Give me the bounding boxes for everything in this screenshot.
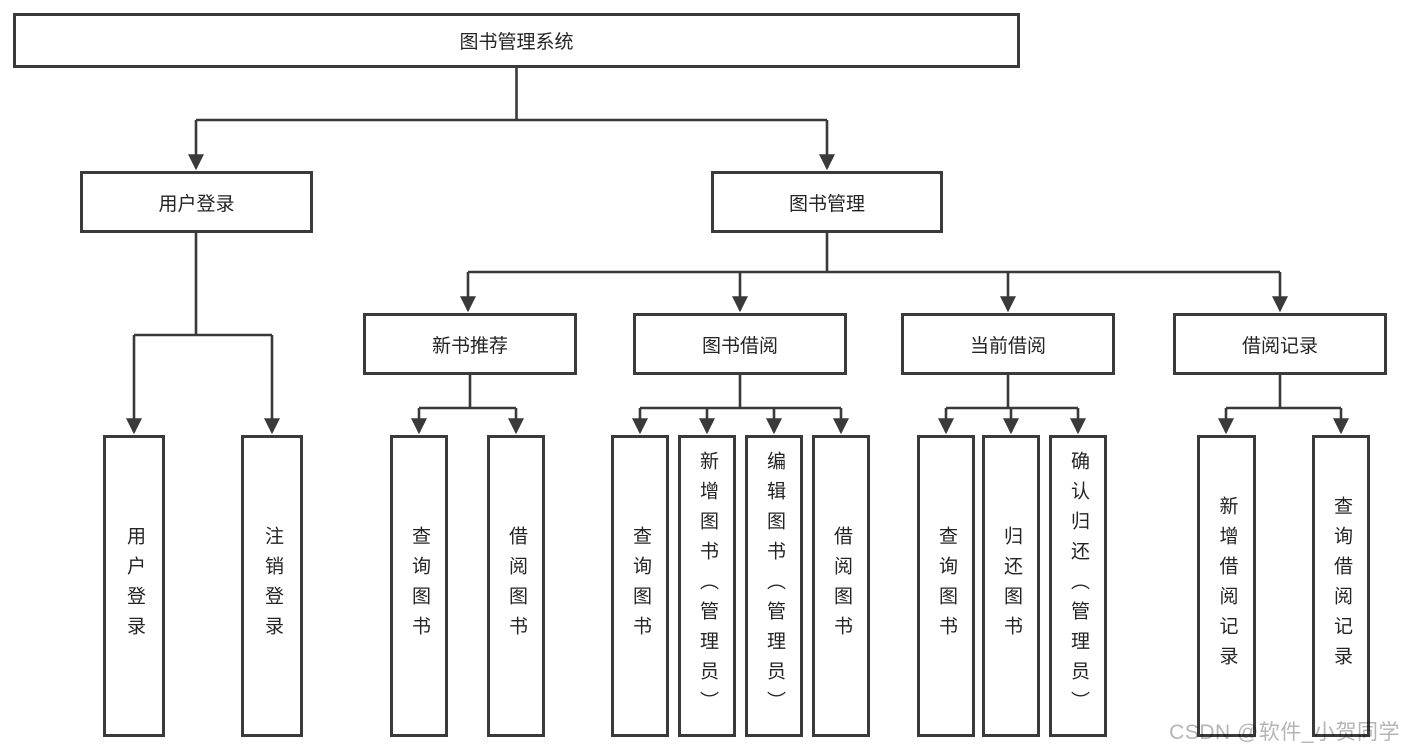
- leaf-bb-add-books-label: 新增图书（管理员）: [696, 451, 718, 721]
- leaf-user-login: 用户登录: [103, 435, 165, 737]
- node-user-login-label: 用户登录: [158, 193, 235, 215]
- leaf-bb-borrow-books: 借阅图书: [812, 435, 870, 737]
- node-book-mgmt: 图书管理: [711, 171, 943, 233]
- leaf-cb-query-books-label: 查询图书: [935, 526, 957, 646]
- leaf-bb-query-books: 查询图书: [611, 435, 669, 737]
- leaf-nbr-borrow-books-label: 借阅图书: [505, 526, 527, 646]
- leaf-cb-return-books-label: 归还图书: [1000, 526, 1022, 646]
- leaf-nbr-query-books: 查询图书: [390, 435, 448, 737]
- node-current-borrow-label: 当前借阅: [969, 335, 1046, 357]
- leaf-br-add-record: 新增借阅记录: [1197, 435, 1256, 737]
- leaf-bb-edit-books-label: 编辑图书（管理员）: [763, 451, 785, 721]
- node-book-mgmt-label: 图书管理: [788, 193, 865, 215]
- leaf-bb-borrow-books-label: 借阅图书: [830, 526, 852, 646]
- leaf-bb-edit-books: 编辑图书（管理员）: [745, 435, 803, 737]
- node-user-login: 用户登录: [80, 171, 313, 233]
- leaf-cb-query-books: 查询图书: [917, 435, 975, 737]
- node-root-label: 图书管理系统: [459, 32, 574, 53]
- node-root: 图书管理系统: [13, 13, 1020, 68]
- node-current-borrow: 当前借阅: [901, 313, 1115, 375]
- leaf-nbr-query-books-label: 查询图书: [408, 526, 430, 646]
- leaf-br-add-record-label: 新增借阅记录: [1216, 496, 1238, 676]
- csdn-watermark: CSDN @软件_小贺同学: [1169, 721, 1400, 744]
- leaf-logout: 注销登录: [241, 435, 303, 737]
- leaf-bb-add-books: 新增图书（管理员）: [678, 435, 736, 737]
- leaf-br-query-record-label: 查询借阅记录: [1330, 496, 1352, 676]
- leaf-cb-return-books: 归还图书: [982, 435, 1040, 737]
- leaf-bb-query-books-label: 查询图书: [629, 526, 651, 646]
- leaf-logout-label: 注销登录: [261, 526, 283, 646]
- leaf-cb-confirm-return: 确认归还（管理员）: [1049, 435, 1107, 737]
- leaf-nbr-borrow-books: 借阅图书: [487, 435, 545, 737]
- node-new-book-rec: 新书推荐: [363, 313, 577, 375]
- leaf-br-query-record: 查询借阅记录: [1312, 435, 1370, 737]
- leaf-cb-confirm-return-label: 确认归还（管理员）: [1067, 451, 1089, 721]
- node-book-borrow-label: 图书借阅: [701, 335, 778, 357]
- node-borrow-records-label: 借阅记录: [1241, 335, 1318, 357]
- node-borrow-records: 借阅记录: [1173, 313, 1387, 375]
- node-new-book-rec-label: 新书推荐: [431, 335, 508, 357]
- leaf-user-login-label: 用户登录: [123, 526, 145, 646]
- node-book-borrow: 图书借阅: [633, 313, 847, 375]
